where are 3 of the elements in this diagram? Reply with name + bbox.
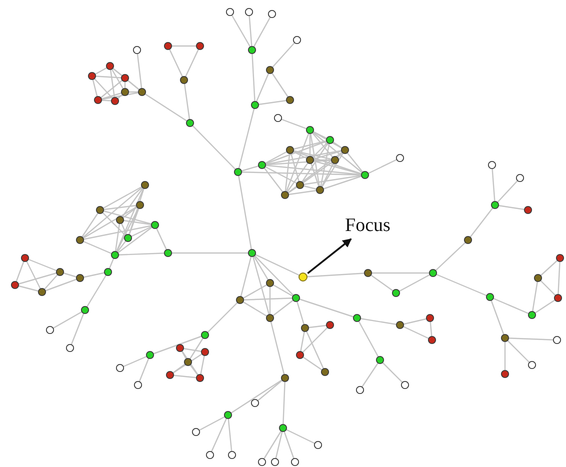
focus-label: Focus — [345, 215, 390, 237]
arrow — [307, 238, 352, 274]
focus-node — [298, 272, 308, 282]
